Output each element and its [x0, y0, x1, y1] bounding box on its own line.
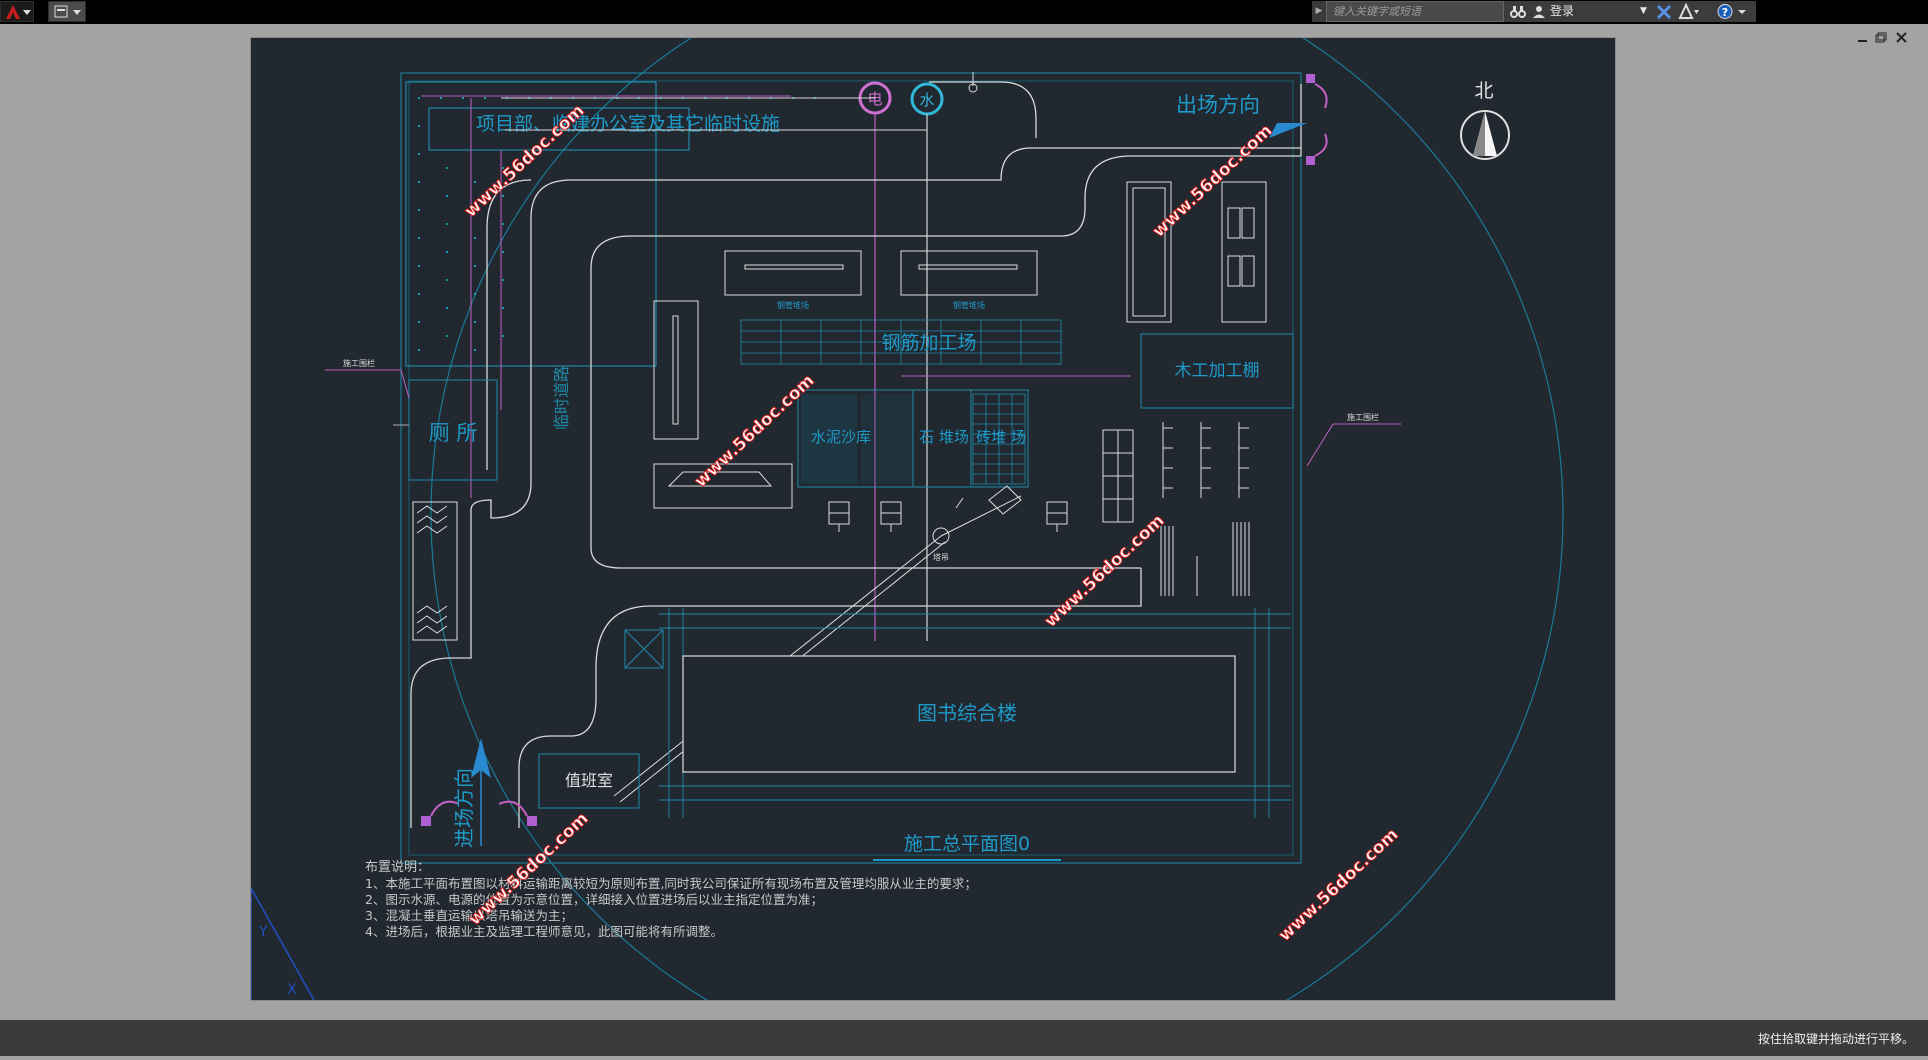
restore-icon — [1875, 32, 1887, 43]
rebar-yard-label: 钢筋加工场 — [881, 332, 976, 354]
cutting-machine — [653, 463, 793, 509]
note-2: 2、图示水源、电源的位置为示意位置，详细接入位置进场后以业主指定位置为准； — [365, 892, 823, 907]
steel-stack-2 — [900, 250, 1038, 296]
tower-crane-label: 塔吊 — [933, 552, 949, 562]
brick-yard-label: 砖堆 场 — [976, 428, 1026, 446]
tower-crane-icon — [932, 527, 950, 545]
water-label: 水 — [919, 91, 934, 109]
temp-road-label: 临时道路 — [552, 366, 571, 430]
carpentry-shed-label: 木工加工棚 — [1175, 361, 1260, 381]
status-bar: 按住拾取键并拖动进行平移。 — [0, 1020, 1928, 1056]
login-dropdown-icon[interactable]: ▼ — [1640, 6, 1647, 16]
login-label[interactable]: 登录 — [1550, 4, 1575, 18]
formwork-stack — [1126, 181, 1172, 323]
mixer-icons — [828, 485, 1068, 532]
search-expand-icon[interactable]: ▶ — [1312, 1, 1326, 22]
user-icon[interactable] — [1532, 1, 1546, 22]
guard-room-label: 值班室 — [565, 771, 613, 790]
scaffold-stack — [1221, 181, 1267, 323]
note-3: 3、混凝土垂直运输以塔吊输送为主； — [365, 908, 573, 923]
binoculars-icon[interactable] — [1510, 1, 1526, 22]
fence-label-left: 施工围栏 — [343, 358, 375, 368]
storage-label-2: 钢管堆场 — [953, 300, 985, 310]
watermarks: www.56doc.com www.56doc.com www.56doc.co… — [460, 100, 1403, 946]
road-edge-outer — [410, 147, 1301, 828]
title-toolbar: ▶ 键入关键字或短语 登录 ▼ ? — [0, 0, 1928, 24]
minimize-icon — [1858, 40, 1867, 42]
rack-ticks — [1162, 422, 1249, 498]
office-dots — [417, 96, 817, 352]
toilet-label: 厕 所 — [429, 421, 478, 445]
question-icon[interactable]: ? — [1716, 1, 1750, 22]
drawing-canvas[interactable]: 项目部、临建办公室及其它临时设施 电 水 临时道路 出场方向 北 钢管堆场 钢管… — [250, 37, 1616, 1001]
search-input[interactable]: 键入关键字或短语 — [1326, 1, 1504, 22]
storage-label-1: 钢管堆场 — [777, 300, 809, 310]
fence-label-right: 施工围栏 — [1347, 412, 1379, 422]
exit-label: 出场方向 — [1176, 93, 1260, 117]
window-controls — [1856, 30, 1916, 48]
svg-text:Y: Y — [258, 924, 268, 940]
quick-access-button[interactable] — [48, 1, 86, 22]
guard-room — [538, 753, 640, 809]
building-gridlines — [659, 608, 1291, 818]
crane-radius-circle — [430, 38, 1564, 1000]
close-icon — [1896, 32, 1907, 43]
ucs-icon: Y X — [251, 886, 315, 1000]
electric-label: 电 — [867, 90, 882, 108]
exit-arrow-icon — [1269, 123, 1307, 138]
bending-machine — [653, 300, 699, 440]
account-toolbar: 登录 ▼ ? — [1504, 1, 1756, 22]
app-menu-button[interactable] — [0, 1, 34, 22]
status-hint: 按住拾取键并拖动进行平移。 — [1757, 1032, 1914, 1046]
road-edge-inner — [518, 568, 1142, 828]
road-edge-inside — [590, 155, 1301, 548]
cement-sand-label: 水泥沙库 — [811, 428, 871, 446]
water-tank — [412, 501, 458, 641]
watermark-3: www.56doc.com — [691, 371, 819, 492]
rebar-yard-hatch — [740, 319, 1062, 365]
note-4: 4、进场后，根据业主及监理工程师意见，此图可能将有所调整。 — [365, 924, 723, 939]
office-label: 项目部、临建办公室及其它临时设施 — [476, 113, 780, 135]
svg-text:?: ? — [1722, 6, 1728, 19]
steel-stack-1 — [724, 250, 862, 296]
cement-sand-hatch — [801, 394, 913, 484]
toilet-block — [408, 379, 498, 481]
north-label: 北 — [1474, 80, 1493, 102]
rebar-bundles — [1160, 522, 1250, 596]
svg-text:X: X — [287, 982, 297, 998]
carpentry-shed — [1140, 333, 1294, 409]
exchange-icon[interactable] — [1656, 1, 1672, 22]
note-1: 1、本施工平面布置图以材料运输距离较短为原则布置,同时我公司保证所有现场布置及管… — [365, 876, 977, 891]
watermark-2: www.56doc.com — [1149, 121, 1277, 242]
autodesk-icon[interactable] — [1678, 1, 1700, 22]
library-building — [682, 655, 1236, 773]
plan-title: 施工总平面图0 — [904, 833, 1030, 855]
stone-yard-label: 石 堆场 — [919, 428, 969, 446]
brick-hatch — [972, 393, 1026, 485]
watermark-4: www.56doc.com — [1041, 511, 1169, 632]
entry-label: 进场方向 — [452, 768, 476, 848]
entry-arrow-icon — [471, 738, 491, 778]
building-label: 图书综合楼 — [917, 701, 1017, 725]
site-boundary — [400, 72, 1302, 864]
transformer-box — [624, 629, 664, 669]
notes-heading: 布置说明： — [365, 860, 430, 875]
lamp-icon — [968, 72, 978, 93]
